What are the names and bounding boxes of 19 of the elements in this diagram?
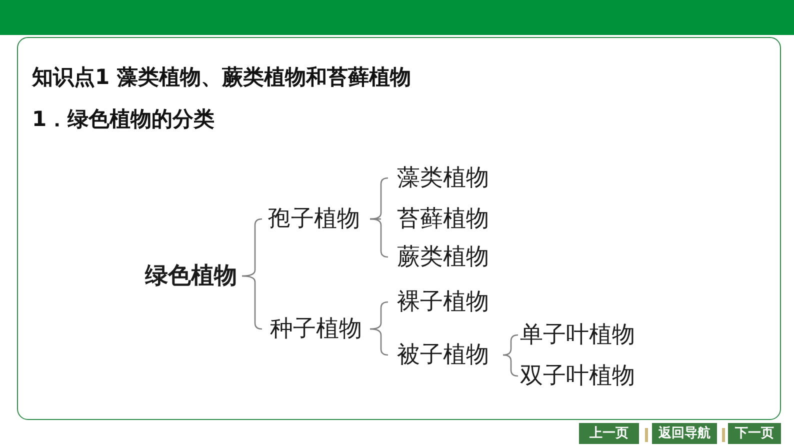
nav-button: 上一页 — [579, 423, 639, 444]
subheading: 1．绿色植物的分类 — [32, 107, 215, 131]
category-label: 绿色植物 — [143, 261, 242, 291]
category-label: 蕨类植物 — [388, 242, 490, 272]
nav-button: 返回导航 — [652, 423, 717, 444]
category-label: 裸子植物 — [388, 287, 490, 317]
category-label: 被子植物 — [388, 340, 503, 370]
brace-line — [370, 328, 388, 356]
brace-line — [370, 218, 388, 258]
category-label: 双子叶植物 — [518, 361, 640, 391]
brace-line — [370, 301, 388, 330]
category-label: 苔藓植物 — [381, 204, 490, 234]
category-label: 单子叶植物 — [518, 320, 640, 350]
brace-line — [502, 354, 518, 377]
category-label: 种子植物 — [262, 314, 370, 344]
heading: 知识点1 藻类植物、蕨类植物和苔藓植物 — [32, 65, 411, 89]
nav-button: 下一页 — [728, 423, 781, 444]
category-label: 孢子植物 — [262, 204, 370, 234]
category-label: 藻类植物 — [388, 163, 490, 193]
